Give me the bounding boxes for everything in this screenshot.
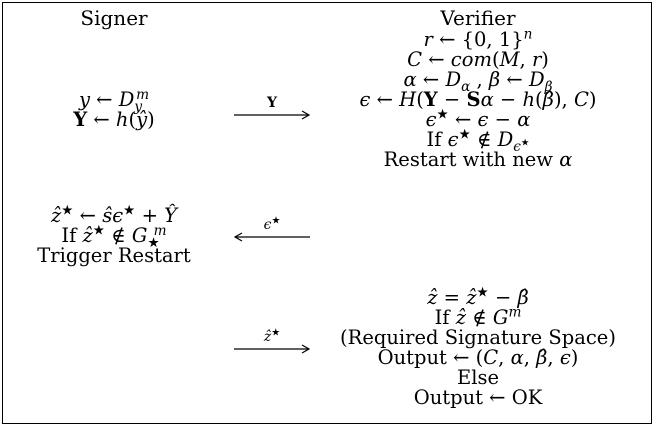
- right-arrow-icon: [234, 110, 311, 120]
- signer-step2-line3: Trigger Restart: [37, 244, 191, 267]
- verifier-step2-line5: Else: [456, 366, 500, 389]
- signer-step1-line2: Y ← h(ŷ): [73, 108, 155, 131]
- verifier-step1: r ← {0, 1}n C ← com(M, r) α ← Dα , β ← D…: [300, 26, 656, 171]
- protocol-frame: [2, 2, 652, 424]
- verifier-step2-line6: Output ← OK: [413, 386, 543, 409]
- verifier-step2-line2: If ẑ ∉ Gm: [434, 304, 522, 329]
- signer-step2-line1: ẑ★ ← ŝϵ★ + Ŷ: [50, 202, 178, 227]
- verifier-step2-line3: (Required Signature Space): [340, 326, 616, 349]
- message-arrow-1: Y: [232, 96, 312, 120]
- verifier-step1-line1: r ← {0, 1}n: [423, 26, 533, 51]
- verifier-title: Verifier: [440, 6, 516, 30]
- verifier-step2: ẑ = ẑ★ − β̂ If ẑ ∉ Gm (Required Signatur…: [300, 284, 656, 409]
- left-arrow-icon: [233, 232, 310, 242]
- signer-step2: ẑ★ ← ŝϵ★ + Ŷ If ẑ★ ∉ G★m Trigger Restart: [0, 202, 228, 267]
- signer-step1: y ← Dym Y ← h(ŷ): [0, 86, 228, 131]
- message-arrow-2: ϵ★: [232, 215, 312, 242]
- verifier-step2-line4: Output ← (C, α, β̂, ϵ): [377, 346, 579, 369]
- verifier-step2-line1: ẑ = ẑ★ − β̂: [427, 284, 529, 309]
- signer-step2-line2: If ẑ★ ∉ G★m: [61, 222, 167, 251]
- verifier-step1-line5: ϵ★ ← ϵ − α: [425, 106, 531, 131]
- verifier-step1-line3: α ← Dα , β ← Dβ: [403, 68, 553, 95]
- message-label-1: Y: [267, 95, 277, 111]
- signer-title: Signer: [80, 6, 148, 30]
- message-label-3: ẑ★: [263, 327, 281, 345]
- verifier-step1-line7: Restart with new α: [383, 148, 573, 171]
- verifier-step1-line2: C ← com(M, r): [407, 48, 549, 71]
- right-arrow-icon: [234, 344, 311, 354]
- verifier-step1-line4: ϵ ← H(Y − Sα − h(β̂), C): [359, 88, 597, 111]
- verifier-step1-line6: If ϵ★ ∉ Dϵ★: [426, 126, 530, 155]
- message-arrow-3: ẑ★: [232, 327, 312, 354]
- signer-step1-line1: y ← Dym: [78, 86, 150, 115]
- message-label-2: ϵ★: [263, 215, 281, 233]
